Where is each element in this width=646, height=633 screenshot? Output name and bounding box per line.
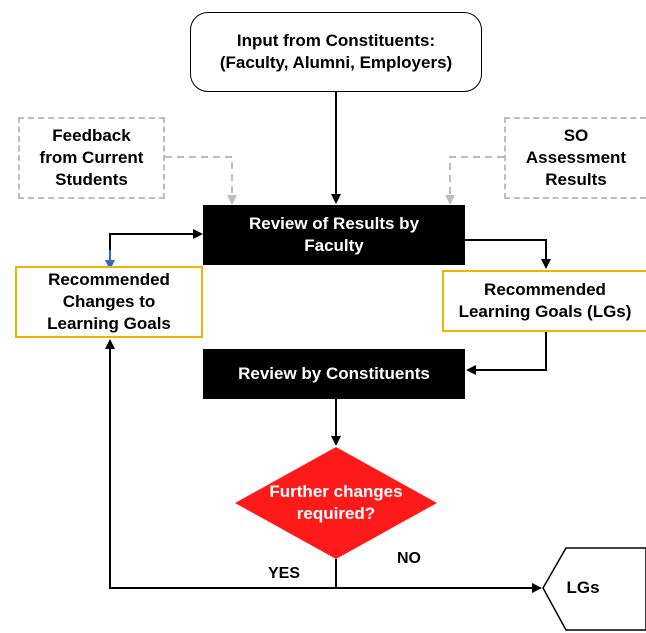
recommended-changes-box: Recommended Changes to Learning Goals: [15, 266, 203, 338]
changes-line-1: Recommended: [48, 270, 170, 289]
review-by-constituents-box: Review by Constituents: [203, 349, 465, 399]
recommended-line-1: Recommended: [484, 280, 606, 299]
feedback-line-1: Feedback: [52, 126, 131, 145]
recommended-line-2: Learning Goals (LGs): [458, 302, 632, 321]
assessment-line-1: SO: [563, 126, 589, 145]
changes-line-3: Learning Goals: [47, 314, 171, 333]
decision-diamond-shape: [235, 447, 437, 559]
final-line-1: LGs: [566, 578, 600, 597]
input-line-1: Input from Constituents:: [236, 31, 436, 50]
arrow-decision-yes-to-changes: [105, 339, 336, 589]
feedback-students-box: Feedback from Current Students: [18, 117, 165, 199]
input-line-2: (Faculty, Alumni, Employers): [219, 53, 453, 72]
assessment-line-2: Assessment: [525, 148, 627, 167]
arrow-changes-to-review: [109, 229, 203, 266]
feedback-line-2: from Current: [39, 148, 144, 167]
arrow-assessment-to-review: [445, 156, 504, 205]
decision-further-changes: Further changes required?: [238, 472, 434, 534]
feedback-line-3: Students: [55, 170, 128, 189]
recommended-learning-goals-box: Recommended Learning Goals (LGs): [442, 270, 646, 332]
decision-line-1: Further changes: [269, 482, 403, 501]
final-hexagon-shape: [542, 547, 646, 631]
arrow-decision-no-to-lgs: [335, 559, 542, 593]
yes-edge-label: YES: [268, 565, 301, 582]
so-assessment-box: SO Assessment Results: [504, 117, 646, 199]
review-by-faculty-box: Review of Results by Faculty: [203, 205, 465, 265]
arrow-recommended-to-constituents: [466, 332, 547, 375]
arrow-feedback-to-review: [165, 156, 237, 205]
review-faculty-line-2: Faculty: [304, 236, 364, 255]
input-from-constituents-box: Input from Constituents: (Faculty, Alumn…: [190, 12, 482, 92]
assessment-line-3: Results: [545, 170, 607, 189]
review-faculty-line-1: Review of Results by: [248, 214, 420, 233]
review-constituents-line-1: Review by Constituents: [238, 364, 430, 383]
changes-line-2: Changes to: [62, 292, 156, 311]
no-edge-label: NO: [397, 550, 421, 567]
arrow-review-to-recommended: [465, 239, 551, 269]
final-lgs-hexagon: LGs: [520, 566, 646, 610]
decision-line-2: required?: [296, 504, 376, 523]
